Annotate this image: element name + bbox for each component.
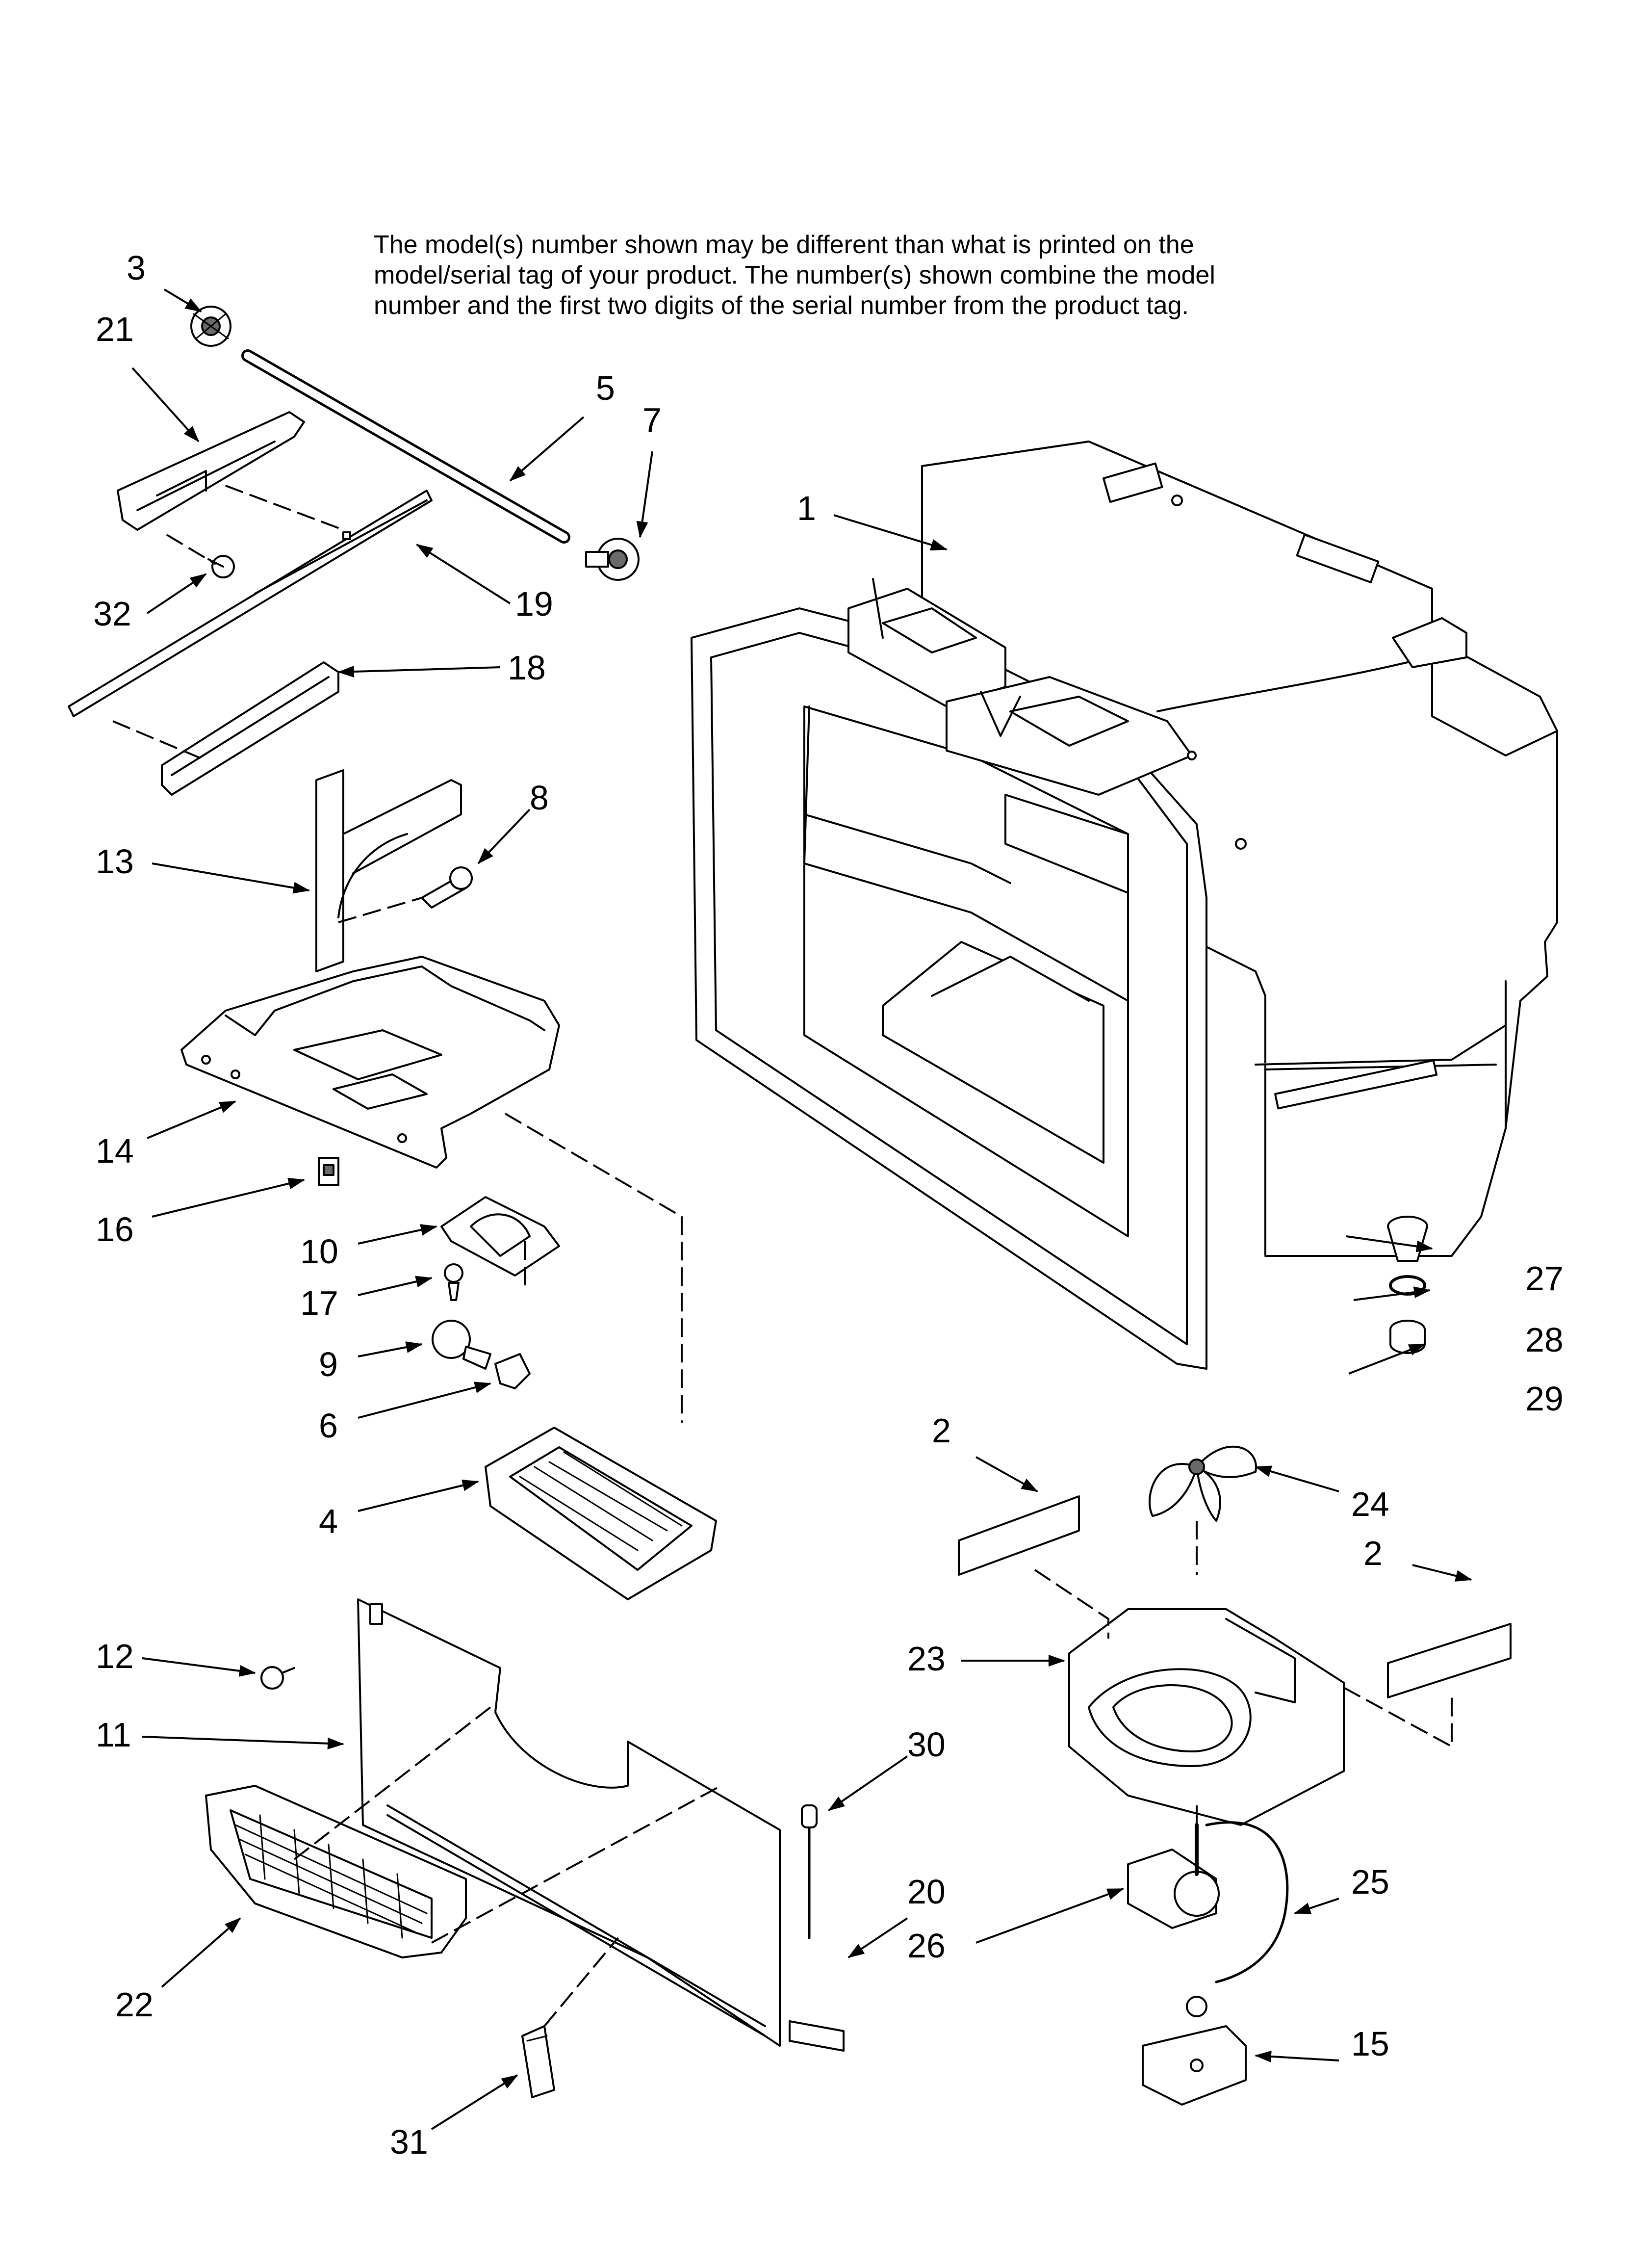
- callout-2-right: 2: [1363, 1534, 1383, 1572]
- callout-23: 23: [907, 1640, 946, 1678]
- callout-9: 9: [319, 1345, 338, 1383]
- callout-12: 12: [96, 1637, 134, 1675]
- callout-26: 26: [907, 1927, 946, 1965]
- callout-numbers: 3 21 5 7 1 32 19 18 8 13 14 16 10 17 9 6…: [93, 249, 1564, 2161]
- clip-part-6: [494, 1353, 531, 1389]
- sensor-part-30: [801, 1804, 818, 1939]
- callout-31: 31: [390, 2123, 428, 2161]
- gear-part-7: [585, 538, 640, 581]
- callout-4: 4: [319, 1502, 338, 1540]
- foam-block-part-2-right: [1387, 1623, 1512, 1698]
- callout-17: 17: [300, 1284, 338, 1322]
- callout-10: 10: [300, 1232, 338, 1271]
- callout-5: 5: [596, 369, 615, 407]
- callout-1: 1: [797, 489, 816, 527]
- rail-part-18: [161, 661, 339, 796]
- callout-22: 22: [115, 1985, 154, 2024]
- motor-part-26: [1127, 1823, 1220, 1929]
- callout-24: 24: [1351, 1485, 1389, 1523]
- housing-part-14: [180, 956, 560, 1169]
- gasket-part-28: [1389, 1275, 1426, 1296]
- model-number-note: The model(s) number shown may be differe…: [374, 230, 1404, 321]
- lamp-cover-part-4: [485, 1427, 717, 1600]
- screw-part-8: [421, 866, 473, 909]
- callout-3: 3: [127, 249, 146, 287]
- bracket-part-15: [1142, 1996, 1247, 2106]
- callout-13: 13: [96, 842, 134, 881]
- callout-29: 29: [1525, 1380, 1564, 1418]
- strip-part-20: [789, 2020, 845, 2052]
- liner-assembly-part-1: [691, 441, 1558, 1370]
- bulb-part-9: [432, 1320, 491, 1370]
- bracket-part-13: [315, 769, 462, 972]
- callout-28: 28: [1525, 1321, 1564, 1359]
- plug-part-29: [1389, 1320, 1426, 1354]
- screw-part-12: [260, 1666, 295, 1690]
- callout-7: 7: [642, 401, 662, 439]
- foam-block-part-2-left: [958, 1495, 1080, 1576]
- shaft-part-5: [241, 349, 570, 544]
- callout-15: 15: [1351, 2025, 1389, 2063]
- callout-14: 14: [96, 1132, 134, 1170]
- callout-25: 25: [1351, 1863, 1389, 1901]
- cap-part-31: [521, 2025, 555, 2098]
- fan-shroud-part-23: [1068, 1608, 1345, 1826]
- callout-32: 32: [93, 595, 131, 633]
- callout-19: 19: [515, 585, 553, 623]
- note-line-3: number and the first two digits of the s…: [374, 291, 1189, 320]
- callout-21: 21: [96, 310, 134, 348]
- assembly-guide-lines: [112, 485, 1453, 2027]
- callout-27: 27: [1525, 1259, 1564, 1298]
- callout-16: 16: [96, 1210, 134, 1249]
- note-line-2: model/serial tag of your product. The nu…: [374, 261, 1215, 289]
- cup-part-27: [1387, 1216, 1428, 1262]
- fan-blade-part-24: [1149, 1445, 1257, 1522]
- bracket-part-21: [117, 411, 305, 531]
- gear-part-3: [190, 306, 231, 347]
- switch-part-16: [318, 1157, 339, 1186]
- grille-part-22: [205, 1785, 467, 1958]
- wire-harness-part-25: [1205, 1821, 1289, 1983]
- screw-part-32: [207, 555, 235, 578]
- callout-8: 8: [530, 779, 549, 817]
- callout-20: 20: [907, 1873, 946, 1911]
- screw-part-17: [444, 1263, 463, 1301]
- callout-2-left: 2: [932, 1411, 951, 1450]
- leader-arrows: [131, 288, 1472, 2130]
- callout-6: 6: [319, 1407, 338, 1445]
- callout-30: 30: [907, 1725, 946, 1764]
- note-line-1: The model(s) number shown may be differe…: [374, 231, 1194, 259]
- lamp-socket-part-10: [440, 1196, 560, 1277]
- rail-part-19: [68, 490, 433, 717]
- callout-18: 18: [508, 649, 546, 687]
- callout-11: 11: [96, 1716, 131, 1754]
- cover-part-11: [357, 1598, 781, 2047]
